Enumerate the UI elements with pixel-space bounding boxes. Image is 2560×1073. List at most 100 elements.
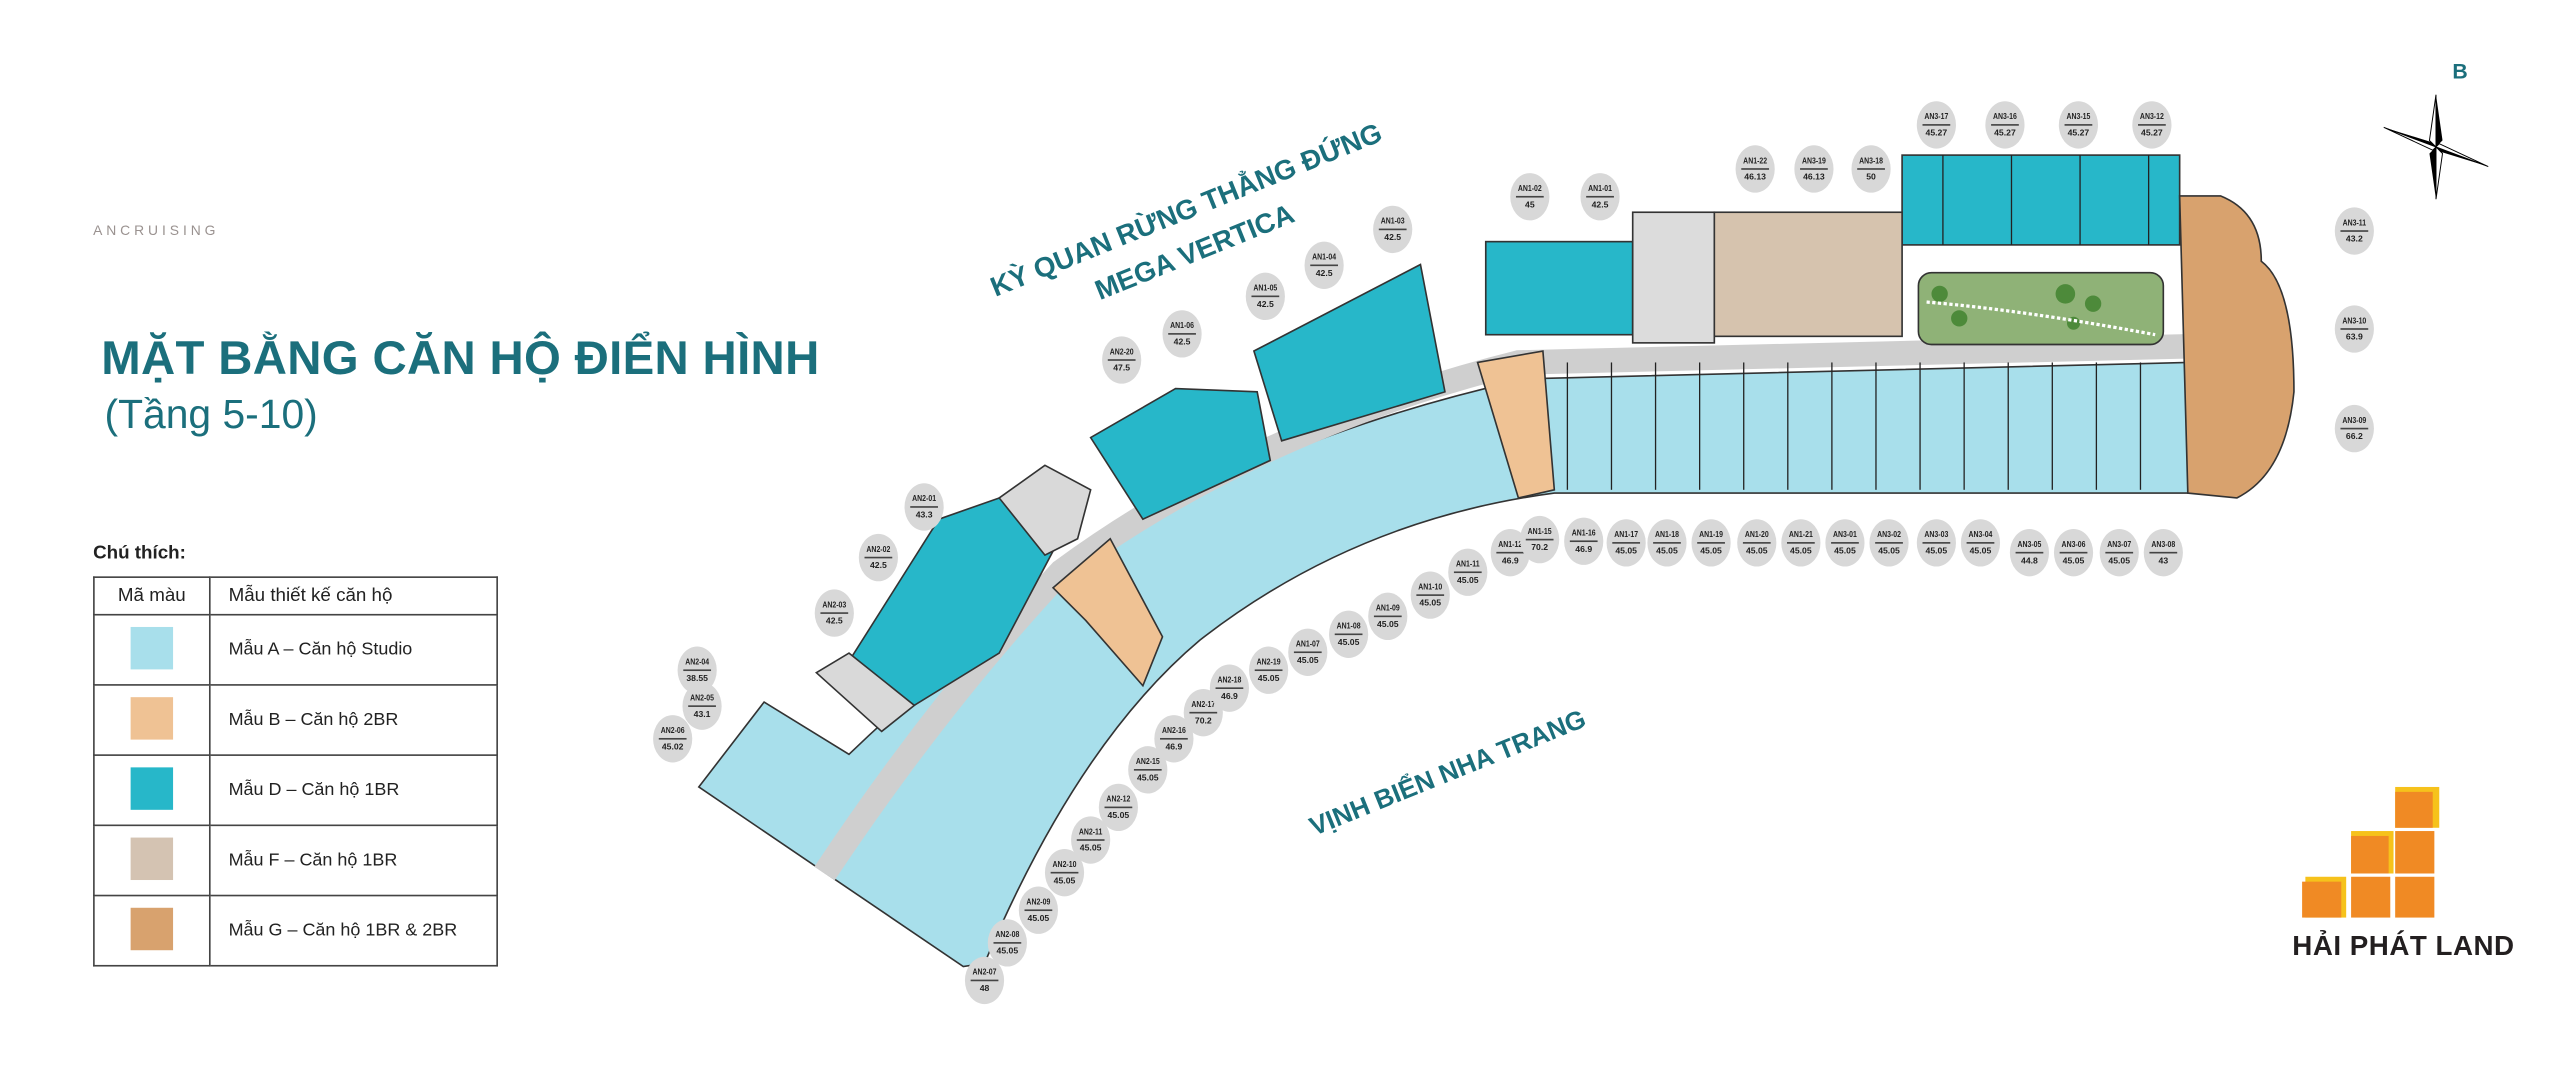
ancruising-logo-icon: [142, 78, 194, 209]
unit-id: AN2-01: [910, 495, 938, 508]
unit-area: 47.5: [1113, 363, 1131, 374]
unit-label: AN2-05 43.1: [682, 682, 722, 730]
unit-id: AN3-19: [1800, 157, 1828, 170]
page-subtitle: (Tầng 5-10): [104, 391, 318, 438]
unit-id: AN3-04: [1966, 531, 1995, 544]
brand-name: ANCRUISING: [93, 222, 220, 239]
unit-id: AN1-12: [1496, 540, 1525, 554]
legend-row: Mẫu D – Căn hộ 1BR: [93, 754, 498, 827]
unit-id: AN2-03: [820, 601, 849, 614]
hai-phat-land-logo-icon: [2302, 786, 2440, 918]
unit-area: 45.05: [1656, 546, 1678, 556]
unit-area: 45.05: [1079, 843, 1102, 854]
legend-label: Mẫu F – Căn hộ 1BR: [208, 824, 498, 897]
garden-path: [1926, 300, 2156, 337]
unit-block-d: [1484, 240, 1634, 336]
unit-id: AN3-18: [1857, 157, 1885, 170]
legend-row: Mẫu G – Căn hộ 1BR & 2BR: [93, 894, 498, 967]
unit-id: AN1-15: [1525, 527, 1554, 541]
unit-id: AN3-12: [2138, 113, 2166, 126]
unit-id: AN3-10: [2340, 317, 2369, 330]
unit-area: 46.9: [1221, 691, 1238, 702]
unit-area: 45.05: [1834, 546, 1856, 556]
unit-area: 45.27: [2067, 128, 2090, 138]
unit-id: AN3-08: [2149, 540, 2178, 554]
unit-area: 45.02: [661, 742, 684, 752]
legend-header-color: Mã màu: [93, 576, 211, 616]
unit-label: AN3-12 45.27: [2132, 101, 2172, 149]
unit-id: AN3-05: [2015, 540, 2044, 554]
legend-caption: Chú thích:: [93, 543, 186, 564]
unit-id: AN2-08: [993, 931, 1022, 944]
unit-id: AN1-21: [1786, 531, 1815, 544]
unit-id: AN1-02: [1515, 184, 1544, 198]
unit-id: AN3-11: [2340, 219, 2369, 232]
unit-block-b: [1051, 537, 1164, 688]
unit-id: AN1-01: [1586, 184, 1614, 198]
unit-block-d: [1089, 387, 1272, 521]
unit-id: AN1-16: [1569, 529, 1598, 543]
unit-area: 46.9: [1575, 544, 1593, 555]
unit-block-f: [1713, 211, 1903, 338]
unit-area: 42.5: [869, 560, 887, 571]
unit-id: AN2-12: [1104, 795, 1133, 809]
legend-row: Mẫu F – Căn hộ 1BR: [93, 824, 498, 897]
unit-label: AN3-04 45.05: [1960, 519, 2001, 567]
unit-label: AN3-01 45.05: [1825, 519, 1865, 567]
unit-id: AN1-04: [1310, 253, 1338, 267]
unit-area: 45.05: [1296, 655, 1319, 666]
unit-block-d: [1901, 154, 2181, 246]
page-title: MẶT BẰNG CĂN HỘ ĐIỂN HÌNH: [101, 333, 820, 386]
unit-id: AN2-16: [1160, 727, 1188, 740]
unit-area: 66.2: [2345, 431, 2363, 442]
unit-area: 45.05: [1969, 546, 1992, 556]
unit-id: AN1-05: [1251, 284, 1280, 298]
unit-id: AN2-11: [1076, 828, 1105, 841]
unit-area: 45.05: [1615, 546, 1637, 556]
unit-area: 43.2: [2345, 234, 2363, 245]
unit-area: 45.27: [1925, 128, 1948, 138]
unit-area: 45.05: [1878, 546, 1900, 556]
unit-area: 45.05: [1337, 637, 1360, 648]
unit-id: AN1-11: [1453, 560, 1482, 574]
unit-area: 48: [979, 983, 990, 994]
unit-id: AN1-07: [1293, 640, 1322, 654]
unit-id: AN3-17: [1922, 113, 1951, 126]
unit-area: 45.05: [1456, 575, 1479, 586]
unit-area: 45.05: [1257, 673, 1280, 684]
legend-table: Mã màu Mẫu thiết kế căn hộ Mẫu A – Căn h…: [93, 576, 498, 967]
unit-id: AN2-05: [688, 694, 716, 707]
unit-area: 46.9: [1501, 555, 1519, 566]
unit-area: 42.5: [1315, 268, 1333, 279]
legend-label: Mẫu A – Căn hộ Studio: [208, 613, 498, 686]
unit-id: AN2-02: [864, 545, 893, 559]
unit-id: AN3-03: [1922, 531, 1951, 544]
unit-area: 42.5: [1256, 299, 1274, 310]
unit-area: 45.27: [2141, 128, 2163, 138]
unit-block-b: [1476, 350, 1556, 499]
unit-id: AN1-03: [1378, 217, 1407, 231]
unit-id: AN3-01: [1831, 531, 1859, 544]
unit-area: 43.1: [693, 709, 711, 720]
unit-area: 45: [1525, 200, 1535, 210]
unit-area: 45.05: [1700, 546, 1722, 556]
legend-row: Mẫu A – Căn hộ Studio: [93, 613, 498, 686]
legend-label: Mẫu G – Căn hộ 1BR & 2BR: [208, 894, 498, 967]
